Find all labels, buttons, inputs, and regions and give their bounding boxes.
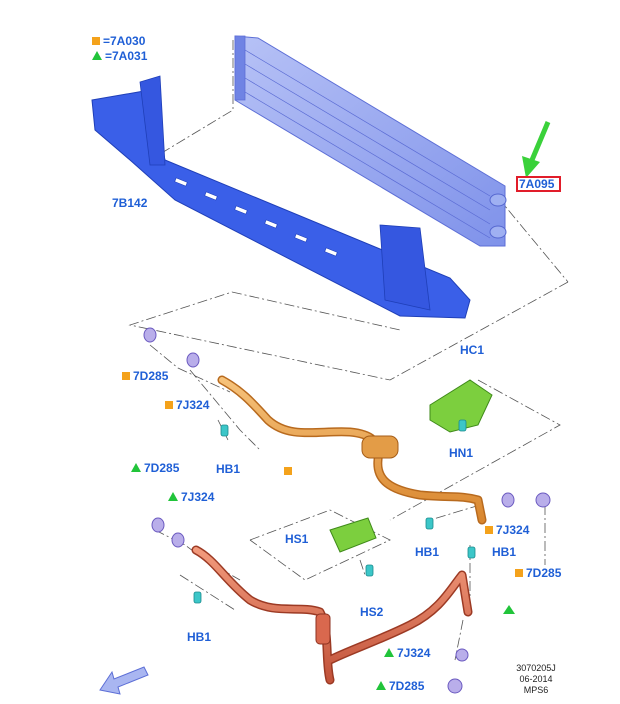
diagram-reference: 3070205J 06-2014 MPS6 — [506, 663, 566, 696]
label-7j324-a[interactable]: 7J324 — [165, 398, 209, 412]
orange-square-icon — [485, 526, 493, 534]
label-hs2[interactable]: HS2 — [360, 605, 384, 619]
legend-green-entry: =7A031 — [92, 49, 147, 64]
green-triangle-icon — [376, 681, 386, 690]
label-7d285-b[interactable]: 7D285 — [131, 461, 179, 475]
fasteners — [193, 419, 476, 604]
oil-cooler — [234, 35, 507, 247]
label-7b142[interactable]: 7B142 — [112, 196, 148, 210]
legend-orange-entry: =7A030 — [92, 34, 147, 49]
seal-rings — [143, 327, 551, 694]
label-hs1[interactable]: HS1 — [285, 532, 309, 546]
label-hn1[interactable]: HN1 — [449, 446, 474, 460]
label-7j324-b[interactable]: 7J324 — [168, 490, 214, 504]
orange-square-marker-icon — [284, 467, 292, 475]
label-hb1-b[interactable]: HB1 — [187, 630, 212, 644]
orange-square-icon — [122, 372, 130, 380]
label-hb1-c[interactable]: HB1 — [415, 545, 440, 559]
tube-clip-hs1 — [329, 517, 377, 553]
upper-cooler-tube — [217, 375, 487, 525]
diagram-code: 3070205J — [516, 663, 556, 673]
label-7d285-d[interactable]: 7D285 — [376, 679, 424, 693]
cooler-bracket — [91, 75, 471, 319]
green-triangle-icon — [92, 51, 102, 60]
label-7d285-a[interactable]: 7D285 — [122, 369, 168, 383]
lower-cooler-tube — [191, 545, 473, 685]
orange-square-icon — [165, 401, 173, 409]
diagram-date: 06-2014 — [519, 674, 553, 684]
diagram-ref: MPS6 — [523, 685, 549, 695]
orange-square-icon — [515, 569, 523, 577]
green-triangle-marker-icon — [503, 605, 515, 614]
label-hb1-d[interactable]: HB1 — [492, 545, 517, 559]
label-7j324-c[interactable]: 7J324 — [485, 523, 529, 537]
green-triangle-icon — [168, 492, 178, 501]
green-triangle-icon — [131, 463, 141, 472]
legend: =7A030 =7A031 — [92, 34, 147, 64]
green-triangle-icon — [384, 648, 394, 657]
front-direction-arrow-icon — [99, 666, 149, 695]
label-hc1[interactable]: HC1 — [460, 343, 485, 357]
highlighted-part-callout[interactable]: 7A095 — [516, 176, 561, 192]
tube-clip-hc1 — [429, 379, 493, 433]
label-hb1-a[interactable]: HB1 — [216, 462, 241, 476]
label-7j324-d[interactable]: 7J324 — [384, 646, 430, 660]
orange-square-icon — [92, 37, 100, 45]
green-pointer-arrow-icon — [522, 121, 551, 178]
label-7d285-c[interactable]: 7D285 — [515, 566, 561, 580]
